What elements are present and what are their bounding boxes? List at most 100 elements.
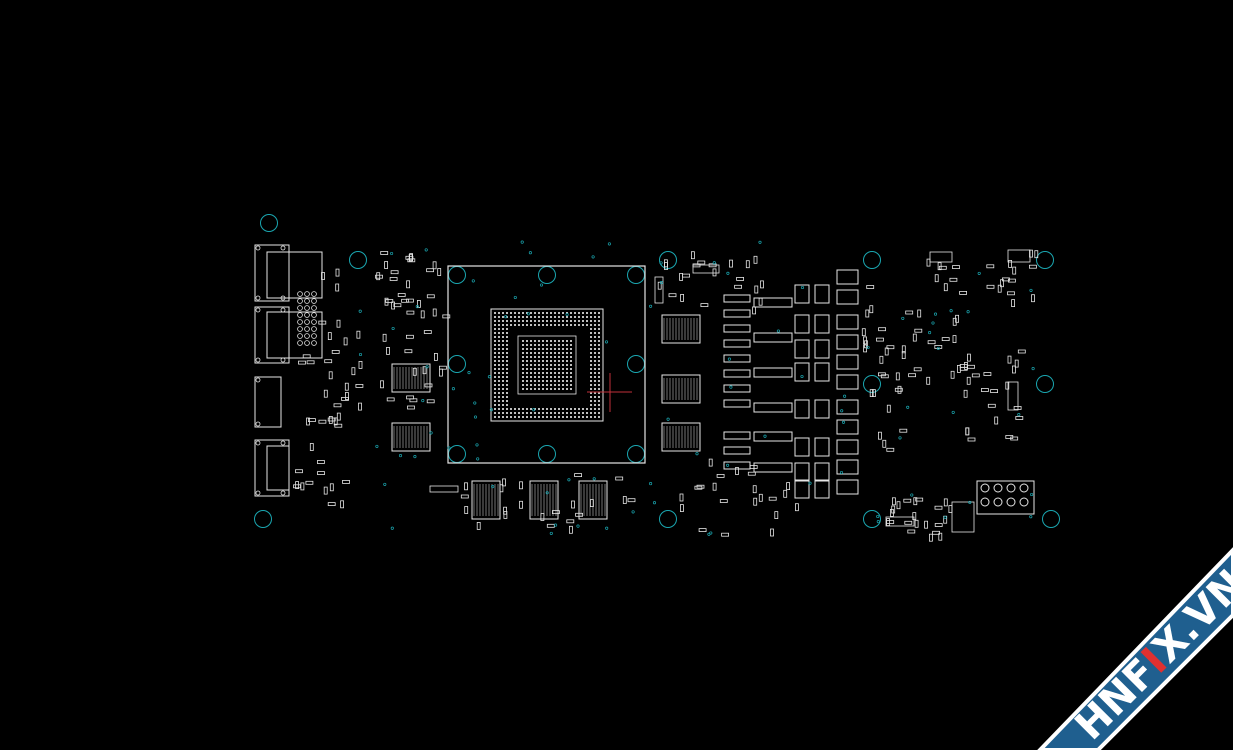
ball — [534, 340, 536, 342]
ball — [598, 396, 600, 398]
capacitor — [723, 339, 751, 348]
ball — [558, 340, 560, 342]
memory-chip[interactable] — [661, 314, 701, 344]
ball — [502, 332, 504, 334]
ball — [542, 340, 544, 342]
ball — [558, 324, 560, 326]
ball — [534, 376, 536, 378]
ball — [526, 364, 528, 366]
ball — [506, 388, 508, 390]
ball — [594, 324, 596, 326]
smd-part — [948, 505, 953, 514]
via — [415, 305, 419, 309]
ball — [546, 416, 548, 418]
memory-chip[interactable] — [661, 374, 701, 404]
ball — [522, 312, 524, 314]
smd-part — [753, 255, 758, 264]
via — [800, 285, 805, 290]
ball — [510, 416, 512, 418]
ball — [526, 348, 528, 350]
memory-chip[interactable] — [391, 363, 431, 393]
ball — [502, 396, 504, 398]
smd-part — [904, 520, 913, 525]
smd-part — [949, 277, 958, 282]
ball — [566, 416, 568, 418]
smd-part — [983, 372, 992, 376]
smd-part — [476, 522, 481, 530]
smd-part — [502, 478, 506, 487]
ball — [546, 320, 548, 322]
ball — [522, 364, 524, 366]
smd-part — [927, 340, 936, 345]
smd-part — [680, 504, 684, 513]
smd-part — [932, 530, 940, 535]
power-connector[interactable] — [976, 480, 1035, 515]
capacitor — [723, 354, 751, 363]
ball — [578, 416, 580, 418]
via — [841, 420, 846, 424]
ball — [590, 376, 592, 378]
ball — [526, 372, 528, 374]
memory-chip[interactable] — [391, 422, 431, 452]
power-connector-pins — [980, 483, 1029, 507]
ball — [534, 316, 536, 318]
ball — [534, 312, 536, 314]
capacitor — [723, 399, 751, 408]
smd-part — [329, 483, 334, 492]
ball — [542, 344, 544, 346]
smd-part — [895, 372, 900, 381]
ball — [590, 404, 592, 406]
ball — [494, 380, 496, 382]
pin — [297, 319, 303, 325]
ball — [550, 416, 552, 418]
ball — [562, 360, 564, 362]
ball — [550, 372, 552, 374]
smd-part — [952, 317, 957, 326]
ball — [566, 360, 568, 362]
ball — [570, 408, 572, 410]
ball — [498, 332, 500, 334]
ball — [494, 392, 496, 394]
smd-part — [729, 259, 733, 268]
ball — [590, 416, 592, 418]
memory-chip[interactable] — [578, 480, 608, 520]
ball — [510, 412, 512, 414]
resistor — [753, 402, 793, 413]
ball — [494, 340, 496, 342]
smd-part — [915, 497, 924, 502]
ball — [498, 408, 500, 410]
via — [489, 408, 493, 412]
memory-chip[interactable] — [471, 480, 501, 520]
ball — [542, 348, 544, 350]
memory-chip[interactable] — [661, 422, 701, 452]
inductor — [794, 437, 810, 457]
ball — [502, 400, 504, 402]
ball — [570, 416, 572, 418]
ball — [494, 368, 496, 370]
smd-part — [880, 374, 889, 379]
ball — [530, 388, 532, 390]
ball — [550, 320, 552, 322]
ball — [554, 388, 556, 390]
ball — [590, 316, 592, 318]
gpu-package[interactable] — [447, 265, 646, 464]
smd-part — [309, 443, 314, 451]
inductor — [814, 314, 830, 334]
memory-chips[interactable] — [391, 314, 701, 520]
ball — [594, 348, 596, 350]
power-pin — [1019, 497, 1029, 507]
ball — [506, 352, 508, 354]
smd-part — [668, 293, 677, 298]
ball — [554, 348, 556, 350]
ball — [590, 336, 592, 338]
mounting-hole-icon — [1042, 510, 1060, 528]
ball — [494, 400, 496, 402]
smd-part — [432, 261, 437, 270]
ball — [582, 312, 584, 314]
ball — [498, 344, 500, 346]
smd-part — [503, 506, 508, 515]
smd-part — [716, 473, 725, 478]
component-outline — [1007, 381, 1019, 411]
via — [649, 482, 653, 486]
